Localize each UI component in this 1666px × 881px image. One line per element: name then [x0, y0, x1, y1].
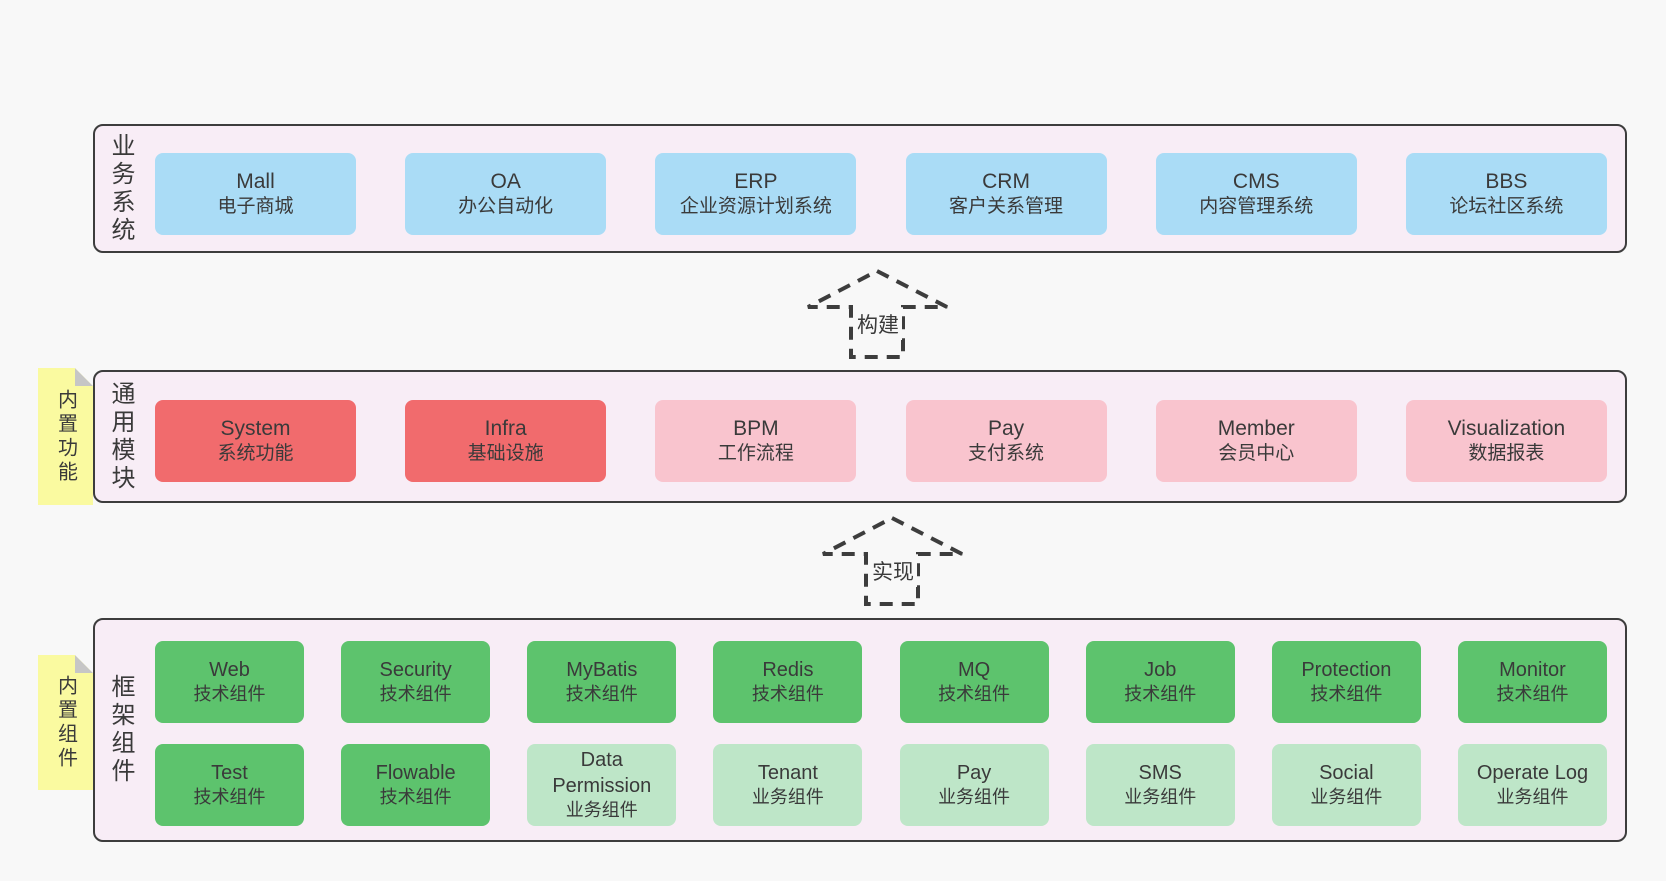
note-fold-corner [75, 655, 93, 673]
note-fold-corner [75, 368, 93, 386]
arrow-build: 构建 [805, 267, 951, 362]
sticky-note-builtin-features: 内置功能 [38, 368, 93, 505]
up-arrow-icon [822, 515, 963, 606]
up-arrow-icon [807, 268, 948, 359]
sticky-note-builtin-components: 内置组件 [38, 655, 93, 790]
arrow-label: 实现 [869, 555, 917, 587]
arrow-label: 构建 [854, 308, 902, 340]
arrow-implement: 实现 [820, 514, 966, 609]
band-title: 框架组件 [107, 674, 134, 786]
sticky-note-label: 内置功能 [54, 388, 77, 485]
sticky-note-label: 内置组件 [54, 674, 77, 771]
band-title: 通用模块 [107, 380, 134, 493]
band-title: 业务系统 [107, 132, 134, 245]
